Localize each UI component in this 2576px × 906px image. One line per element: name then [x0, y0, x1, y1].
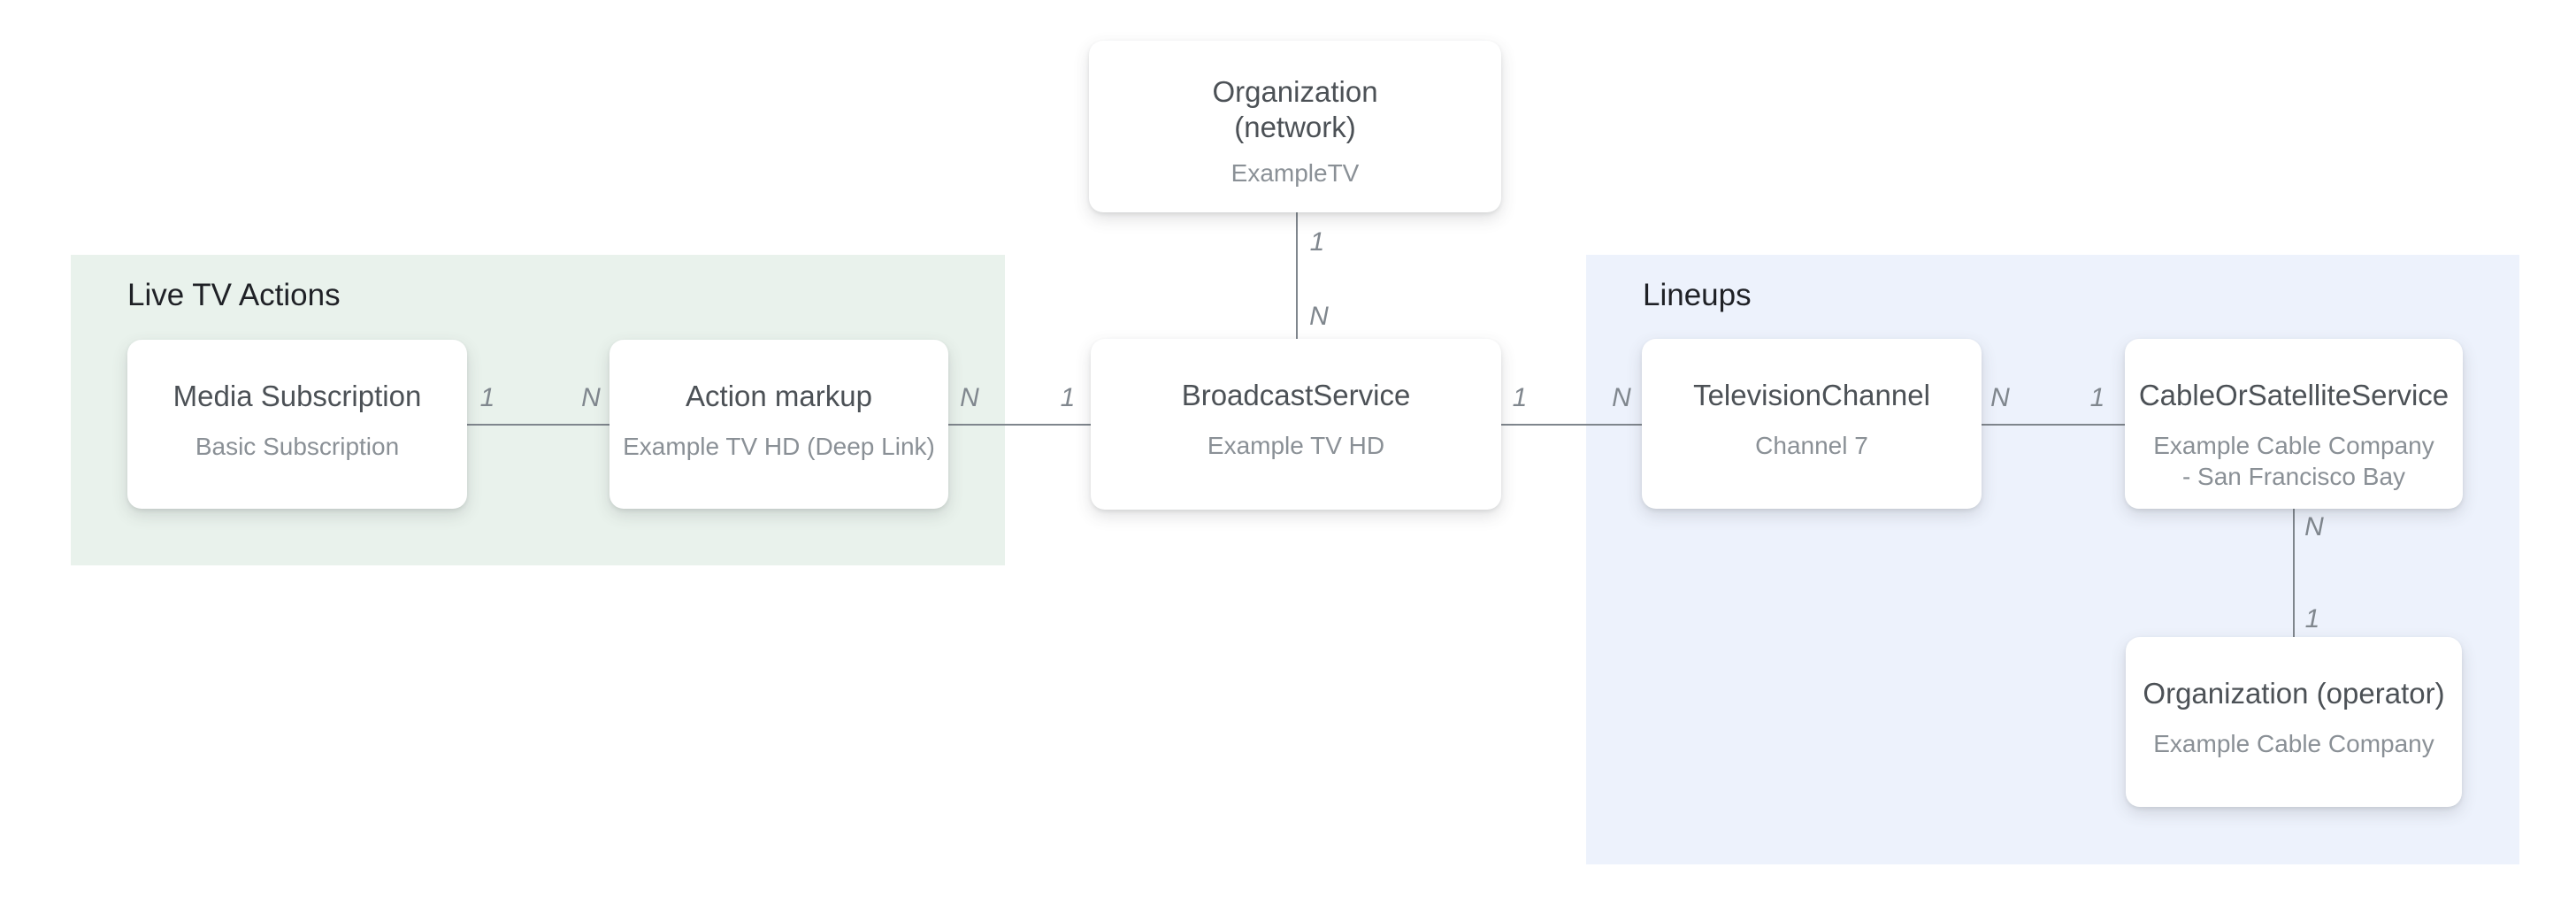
entity-box-action-markup: Action markup Example TV HD (Deep Link): [610, 340, 948, 509]
cardinality-label: N: [1612, 383, 1631, 412]
entity-title: Action markup: [686, 380, 872, 412]
cardinality-label: N: [1990, 383, 2010, 412]
region-title-lineups: Lineups: [1643, 278, 1752, 312]
cardinality-label: 1: [2089, 383, 2105, 412]
cardinality-label: N: [2304, 512, 2324, 541]
entity-box-media-subscription: Media Subscription Basic Subscription: [127, 340, 467, 509]
entity-subtitle: Channel 7: [1755, 432, 1868, 459]
cardinality-label: N: [960, 383, 979, 412]
cardinality-label: 1: [2304, 604, 2320, 633]
entity-title: BroadcastService: [1181, 379, 1411, 411]
cardinality-label: N: [1309, 302, 1329, 331]
connector-line-action-to-broadcast: [948, 424, 1091, 426]
cardinality-label: 1: [1060, 383, 1076, 412]
entity-box-organization-network: Organization (network) ExampleTV: [1089, 41, 1501, 212]
entity-subtitle: Example TV HD: [1207, 432, 1385, 459]
entity-title: TelevisionChannel: [1693, 379, 1930, 411]
connector-line-broadcast-to-channel: [1501, 424, 1642, 426]
entity-box-television-channel: TelevisionChannel Channel 7: [1642, 339, 1982, 509]
entity-title: Organization (network): [1212, 75, 1378, 143]
cardinality-label: 1: [1512, 383, 1528, 412]
entity-subtitle: Example Cable Company: [2153, 730, 2434, 757]
connector-line-cable-to-operator: [2293, 509, 2295, 637]
cardinality-label: N: [581, 383, 601, 412]
entity-subtitle: Example TV HD (Deep Link): [623, 433, 935, 460]
entity-title: CableOrSatelliteService: [2138, 379, 2450, 411]
entity-subtitle: Example Cable Company - San Francisco Ba…: [2153, 432, 2434, 490]
entity-box-broadcast-service: BroadcastService Example TV HD: [1091, 339, 1501, 510]
region-title-live-tv-actions: Live TV Actions: [127, 278, 341, 312]
cardinality-label: 1: [1309, 227, 1325, 257]
entity-title: Organization (operator): [2143, 677, 2445, 710]
connector-line-network-to-broadcast: [1296, 212, 1298, 339]
entity-subtitle: Basic Subscription: [195, 433, 400, 460]
entity-box-organization-operator: Organization (operator) Example Cable Co…: [2126, 637, 2462, 807]
entity-box-cable-or-satellite-service: CableOrSatelliteService Example Cable Co…: [2125, 339, 2463, 509]
entity-subtitle: ExampleTV: [1230, 159, 1360, 187]
entity-title: Media Subscription: [172, 380, 422, 412]
connector-line-media-to-action: [467, 424, 610, 426]
connector-line-channel-to-cable: [1982, 424, 2125, 426]
cardinality-label: 1: [479, 383, 495, 412]
